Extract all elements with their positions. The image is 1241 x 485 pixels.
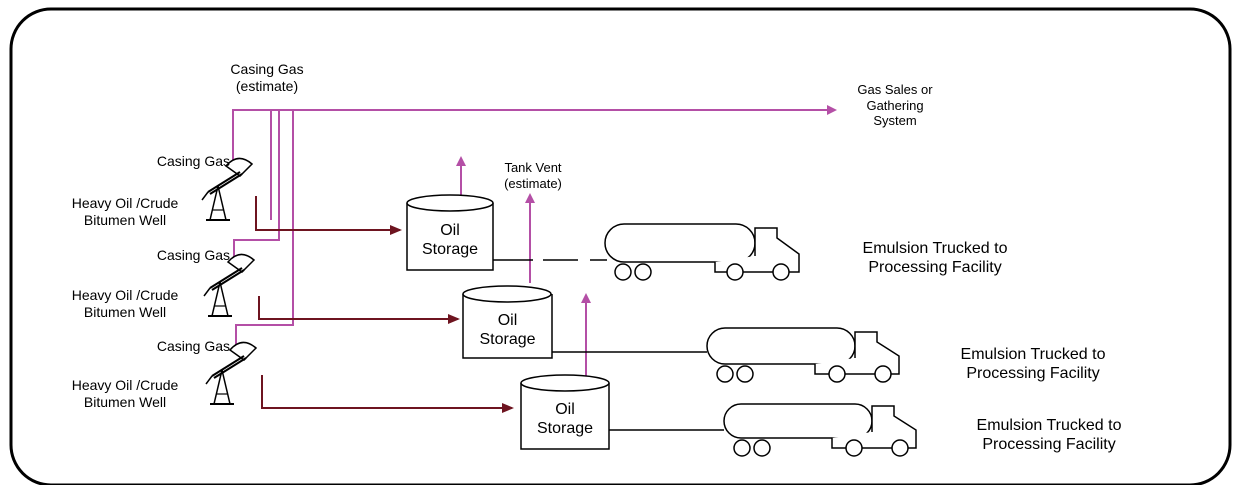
gas-riser-2: [233, 110, 280, 260]
tank-truck-lines: [493, 259, 724, 431]
tanker-truck-icon: [723, 403, 917, 457]
casing-gas-label: Casing Gas: [156, 153, 230, 169]
oil-line-3: [261, 375, 514, 413]
well-label: Heavy Oil /Crude Bitumen Well: [71, 287, 179, 320]
oil-line-1: [255, 196, 402, 235]
casing-gas-label: Casing Gas: [156, 247, 230, 263]
oil-line-2: [258, 296, 460, 324]
oil-storage-tank: [462, 285, 553, 359]
gas-sales-label: Gas Sales or Gathering System: [857, 82, 933, 129]
gas-lines: [232, 105, 837, 377]
well-label: Heavy Oil /Crude Bitumen Well: [71, 377, 179, 410]
gas-header-line: [232, 105, 837, 166]
truck-label: Emulsion Trucked to Processing Facility: [862, 240, 1008, 277]
tanker-truck-icon: [604, 223, 800, 281]
tanker-truck-icon: [706, 327, 900, 383]
truck-label: Emulsion Trucked to Processing Facility: [976, 417, 1122, 454]
outer-border: [9, 7, 1232, 485]
tank-label: Oil Storage: [421, 222, 479, 259]
oil-storage-tank: [406, 194, 494, 271]
tank-label: Oil Storage: [479, 312, 536, 349]
oil-storage-tank: [520, 374, 610, 450]
tank-vent-label: Tank Vent (estimate): [504, 160, 562, 191]
casing-gas-estimate-label: Casing Gas (estimate): [230, 61, 304, 94]
casing-gas-label: Casing Gas: [156, 338, 230, 354]
tank-label: Oil Storage: [536, 401, 594, 438]
well-label: Heavy Oil /Crude Bitumen Well: [71, 195, 179, 228]
oil-lines: [255, 196, 514, 413]
gas-riser-3: [235, 110, 294, 347]
truck-label: Emulsion Trucked to Processing Facility: [960, 346, 1106, 383]
